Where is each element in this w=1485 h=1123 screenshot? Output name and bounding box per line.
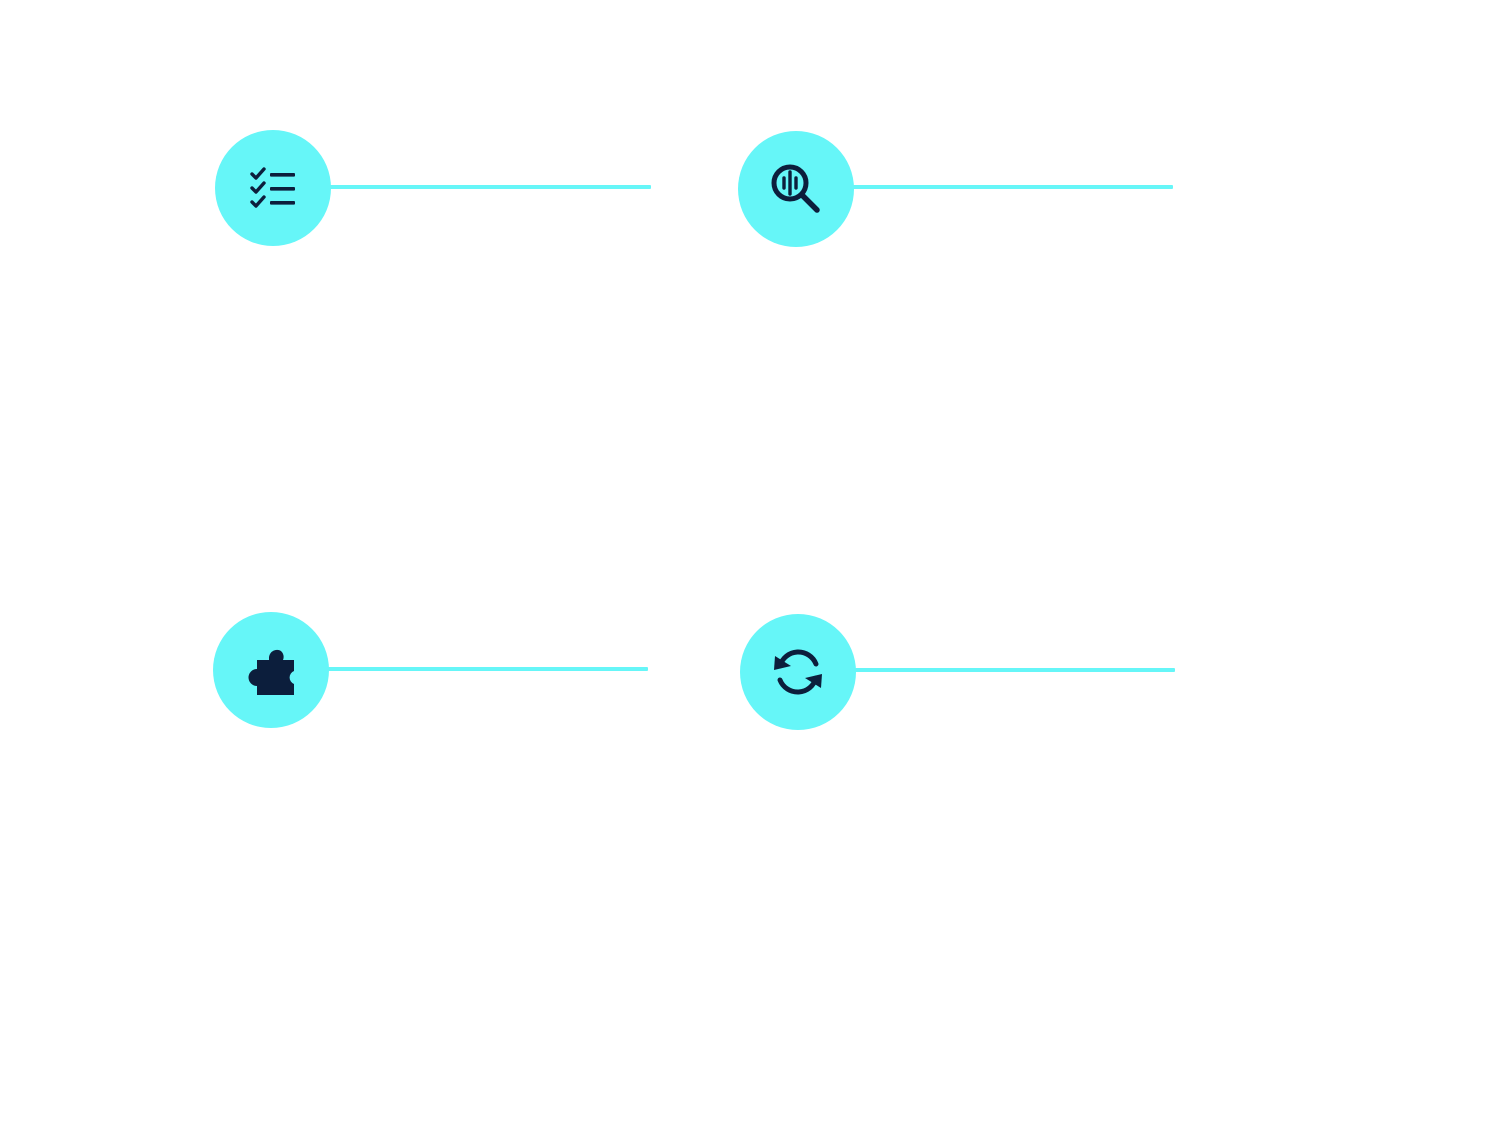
checklist-icon [250, 167, 295, 208]
icon-badge [740, 614, 856, 730]
refresh-icon [774, 649, 822, 695]
connector-line [323, 667, 648, 671]
icon-badge [215, 130, 331, 246]
puzzle-piece-icon [248, 649, 294, 695]
connector-line [848, 185, 1173, 189]
icon-badge [213, 612, 329, 728]
icon-badge [738, 131, 854, 247]
connector-line [325, 185, 651, 189]
connector-line [850, 668, 1175, 672]
search-analysis-icon [771, 164, 820, 213]
